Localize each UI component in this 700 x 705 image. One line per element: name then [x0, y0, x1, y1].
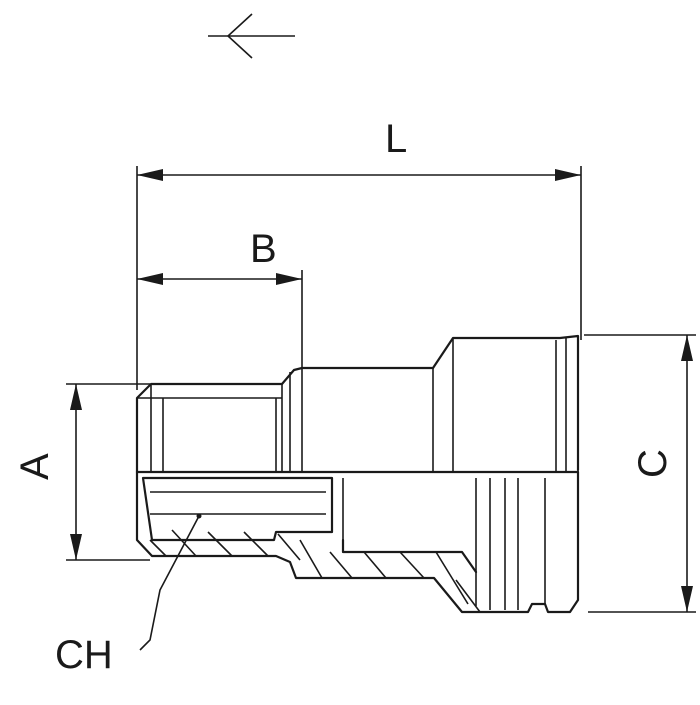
dimension-a: A — [13, 383, 150, 561]
dimension-label-ch: CH — [55, 633, 113, 677]
dimension-label-c: C — [631, 449, 675, 478]
ch-leader: CH — [55, 513, 202, 677]
dimension-b: B — [137, 227, 303, 368]
section-hatching — [149, 529, 481, 613]
dimension-label-l: L — [385, 117, 407, 161]
dimension-label-a: A — [13, 453, 57, 480]
dimension-c: C — [584, 334, 696, 613]
dimension-l: L — [136, 117, 582, 390]
fitting-body — [135, 334, 580, 614]
arrow-left-icon — [208, 13, 295, 59]
dimension-label-b: B — [250, 227, 277, 271]
